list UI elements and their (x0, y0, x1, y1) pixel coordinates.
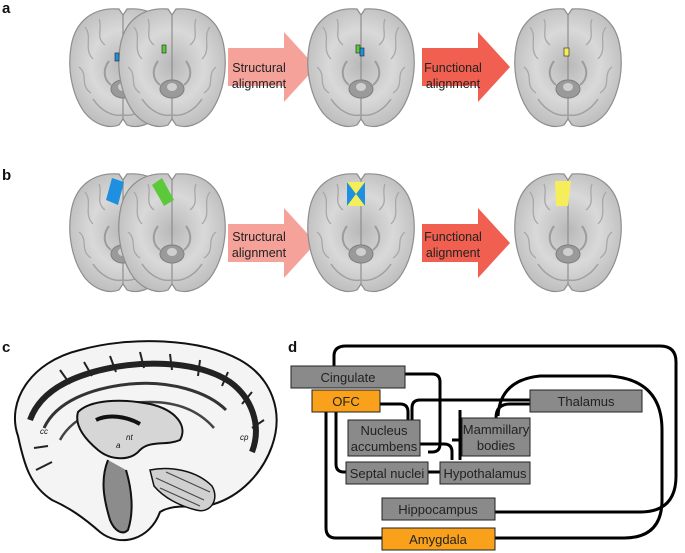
edge-nacc-hypothalamus (420, 442, 454, 460)
panel-a-brain-aligned (306, 7, 416, 128)
panel-a-label: a (2, 0, 11, 17)
panel-c-label: c (2, 339, 10, 356)
atlas-label: nt (126, 433, 133, 442)
edge-thalamus-mammillary (494, 402, 530, 419)
edge-ofc-nacc (380, 402, 410, 422)
node-hippocampus: Hippocampus (381, 497, 496, 521)
edge-thalamus-nacc (410, 398, 530, 420)
node-thalamus: Thalamus (529, 389, 643, 413)
atlas-label: a (116, 441, 121, 450)
node-label-line1: Mammillary (463, 422, 530, 437)
panel-b-arrow-structural: Structural alignment (228, 208, 316, 278)
arrow-label-line2: alignment (426, 77, 481, 91)
diagram-nodes: Cingulate OFC Nucleus accumbens Mammilla… (290, 365, 643, 551)
node-label: Thalamus (557, 394, 615, 409)
roi-blue (347, 182, 356, 206)
node-label: OFC (332, 394, 359, 409)
edge-ofc-septal (334, 412, 346, 474)
sagittal-brain-drawing: cc a nt cp (13, 340, 278, 542)
roi-green (355, 44, 361, 54)
panel-a-arrow-structural: Structural alignment (228, 32, 316, 102)
node-amygdala: Amygdala (381, 527, 496, 551)
roi-overlap (347, 194, 365, 206)
atlas-label: cc (40, 427, 48, 436)
roi-blue (356, 182, 365, 206)
diagram-edges (324, 344, 678, 540)
arrow-label-line1: Functional (424, 61, 482, 75)
node-label: Septal nuclei (350, 466, 425, 481)
panel-b-label: b (2, 167, 11, 184)
roi-blue (114, 52, 120, 62)
node-label: Hippocampus (398, 502, 478, 517)
roi-yellow (555, 181, 571, 206)
roi-green (161, 44, 167, 54)
edge-amygdala-thalamus (495, 374, 664, 540)
roi-yellow (563, 47, 570, 57)
panel-d-label: d (288, 339, 297, 356)
panel-b-arrow-functional: Functional alignment (422, 208, 510, 278)
arrow-label-line2: alignment (232, 77, 287, 91)
brain-slice (117, 172, 227, 293)
node-label-line1: Nucleus (361, 423, 408, 438)
roi-blue (359, 47, 365, 57)
node-label: Amygdala (409, 532, 468, 547)
roi-green (152, 178, 174, 206)
panel-b-brain-aligned (306, 172, 416, 293)
brain-slice (306, 7, 416, 128)
panel-a-brain-result (513, 7, 623, 128)
arrow-label-line1: Functional (424, 230, 482, 244)
node-label: Hypothalamus (443, 466, 527, 481)
edge-cingulate-nacc (405, 372, 442, 454)
panel-a-arrow-functional: Functional alignment (422, 32, 510, 102)
edge-cingulate-hippocampus (332, 344, 678, 514)
node-septal-nuclei: Septal nuclei (345, 461, 429, 485)
node-label-line2: bodies (477, 438, 516, 453)
edge-ofc-amygdala (324, 412, 382, 540)
node-mammillary-bodies: Mammillary bodies (461, 417, 531, 457)
panel-b-brain-result (513, 172, 623, 293)
node-nucleus-accumbens: Nucleus accumbens (347, 419, 421, 457)
panel-b-brain-pair (68, 172, 227, 293)
node-label-line2: accumbens (351, 439, 418, 454)
brain-slice (117, 7, 227, 128)
atlas-label: cp (240, 433, 249, 442)
arrow-label-line2: alignment (232, 246, 287, 260)
node-hypothalamus: Hypothalamus (439, 461, 531, 485)
arrow-label-line1: Structural (232, 230, 286, 244)
arrow-label-line2: alignment (426, 246, 481, 260)
brain-slice (513, 7, 623, 128)
roi-blue (106, 178, 124, 205)
node-label: Cingulate (321, 370, 376, 385)
roi-overlap (347, 182, 365, 194)
node-cingulate: Cingulate (290, 365, 406, 389)
arrow-label-line1: Structural (232, 61, 286, 75)
node-ofc: OFC (311, 389, 381, 413)
panel-a-brain-pair (68, 7, 227, 128)
